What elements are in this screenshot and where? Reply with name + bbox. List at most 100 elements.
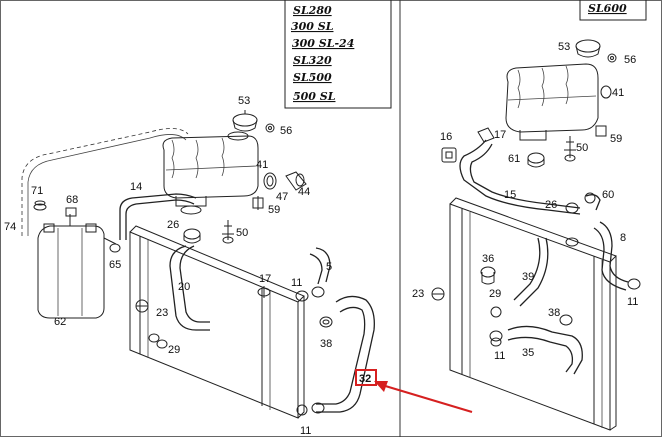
callout: 26	[545, 199, 557, 211]
hose-35-right	[507, 325, 583, 375]
callout: 29	[489, 288, 501, 300]
model-badge: 500 SL	[293, 90, 336, 103]
callout: 50	[236, 227, 248, 239]
highlight-callout-32	[355, 369, 473, 414]
bracket-59-right	[595, 125, 607, 137]
right-assembly	[431, 39, 641, 431]
callout: 26	[167, 219, 179, 231]
callout: 29	[168, 344, 180, 356]
callout: 59	[268, 204, 280, 216]
callout: 17	[259, 273, 271, 285]
callout: 39	[522, 271, 534, 283]
right-model-box	[579, 0, 647, 21]
callouts-left: 53 56 41 47 44 14 59 71 68 74 26 50 65 6…	[4, 95, 371, 437]
clip-56	[265, 123, 275, 133]
callout: 11	[300, 425, 311, 437]
hose-5	[315, 247, 331, 283]
hose-60-right	[584, 192, 601, 211]
cap-53-right	[575, 39, 601, 58]
highlight-arrow-head	[374, 381, 388, 392]
hose-20	[169, 245, 210, 331]
left-assembly	[21, 110, 375, 419]
model-badge: SL600	[588, 2, 627, 15]
callout: 44	[298, 186, 310, 198]
callout: 16	[440, 131, 452, 143]
callout: 11	[627, 296, 638, 308]
model-badges-left: SL280 300 SL 300 SL-24 SL320 SL500 500 S…	[291, 4, 354, 103]
clamps-29	[148, 333, 168, 349]
callout: 61	[508, 153, 520, 165]
clamp-41-right	[600, 85, 612, 99]
callout: 59	[610, 133, 622, 145]
model-badge: SL500	[293, 71, 332, 84]
fitting-26	[183, 228, 201, 244]
callout: 56	[624, 54, 636, 66]
hose-32	[316, 295, 375, 413]
callout: 68	[66, 194, 78, 206]
sleeve-44	[285, 171, 307, 191]
callout: 20	[178, 281, 190, 293]
bracket-59	[252, 196, 264, 210]
clip-56-right	[607, 53, 617, 63]
callout: 53	[238, 95, 250, 107]
callout: 35	[522, 347, 534, 359]
model-badge: SL320	[293, 54, 332, 67]
callout: 23	[412, 288, 424, 300]
callout: 36	[482, 253, 494, 265]
callout: 74	[4, 221, 16, 233]
hose-15-right	[459, 139, 581, 215]
fitting-61-right	[527, 152, 545, 168]
clamps-11-top	[295, 286, 325, 302]
fitting-17-right	[477, 127, 495, 143]
fitting-17	[257, 286, 271, 298]
callout: 56	[280, 125, 292, 137]
highlight-arrow-line	[381, 383, 473, 414]
clamp-38	[319, 316, 333, 328]
callout: 11	[494, 350, 505, 362]
model-badge: SL280	[293, 4, 332, 17]
callout: 62	[54, 316, 66, 328]
clamps-11-bottom	[296, 402, 325, 416]
clip-23-right	[431, 287, 445, 301]
callout: 38	[548, 307, 560, 319]
callout: 65	[109, 259, 121, 271]
hose-39-right	[513, 237, 541, 301]
highlight-box	[355, 369, 377, 386]
part-36-right	[480, 266, 496, 285]
callout: 41	[256, 159, 268, 171]
fitting-26-right	[565, 202, 579, 247]
reservoir-62	[33, 200, 121, 319]
callout: 5	[326, 261, 332, 273]
radiator-right	[449, 197, 617, 431]
callout: 17	[494, 129, 506, 141]
hose-14	[119, 193, 197, 240]
clamp-29-right	[489, 306, 503, 342]
callout: 14	[130, 181, 142, 193]
model-badge: 300 SL	[291, 20, 334, 33]
callout: 60	[602, 189, 614, 201]
model-badge: 300 SL-24	[292, 37, 354, 50]
callout: 23	[156, 307, 168, 319]
valve-50-right	[564, 136, 576, 162]
clamp-47	[263, 172, 277, 190]
callout: 71	[31, 185, 43, 197]
callout: 8	[620, 232, 626, 244]
callout-32-highlighted: 32	[359, 373, 371, 385]
callout: 50	[576, 142, 588, 154]
cap-53	[232, 110, 258, 132]
callout: 11	[291, 277, 302, 289]
clip-23	[135, 299, 149, 313]
clamp-38-right	[559, 314, 573, 326]
expansion-tank-41-right	[505, 63, 599, 141]
callout: 15	[504, 189, 516, 201]
radiator-left	[129, 225, 305, 419]
valve-50	[222, 220, 234, 244]
callouts-right: 53 56 41 16 17 59 50 61 15 60 26 8 36 39…	[412, 41, 638, 362]
left-model-box	[284, 0, 392, 109]
hose-8-right	[599, 221, 629, 283]
callout: 38	[320, 338, 332, 350]
clamps-11-right	[490, 278, 641, 347]
expansion-tank-41	[162, 131, 259, 215]
callout: 53	[558, 41, 570, 53]
